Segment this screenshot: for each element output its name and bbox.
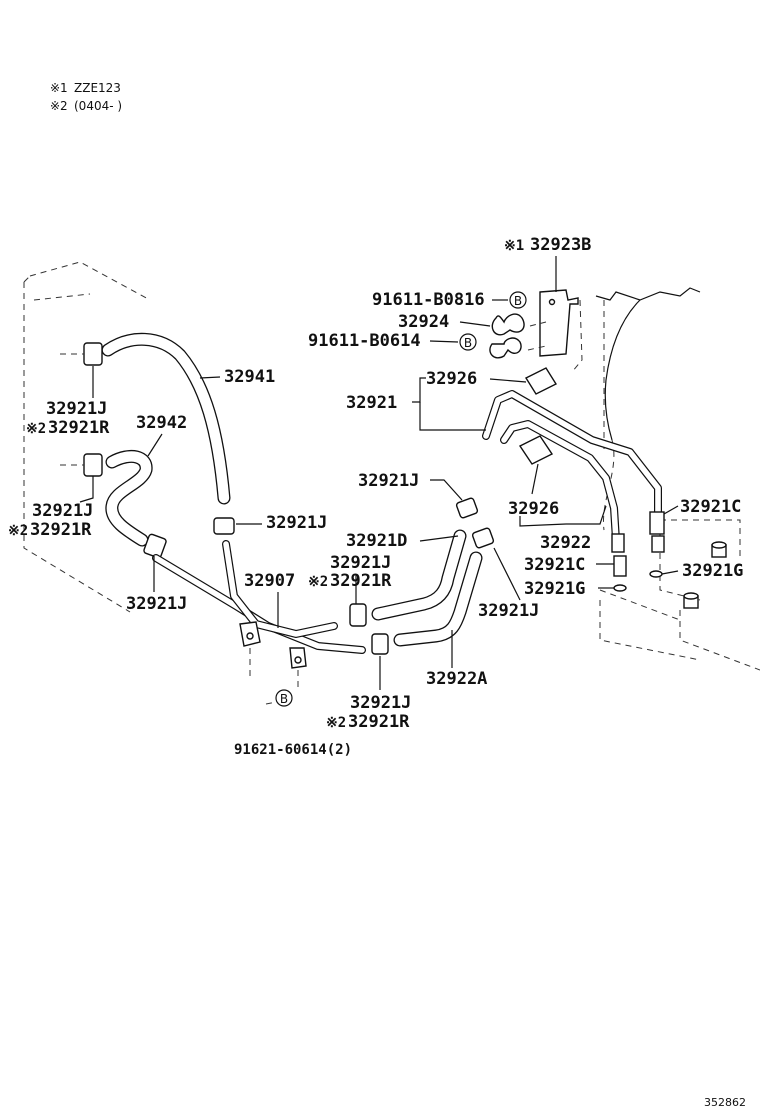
clamp-32924 xyxy=(489,313,547,359)
label-32926-top: 32926 xyxy=(426,369,477,389)
fittings-32921c xyxy=(611,511,665,592)
label-32921r-b: 32921R xyxy=(30,520,92,540)
labels: ※1 32923B 91611-B0816 B 32924 91611-B061… xyxy=(8,235,743,758)
sleeve-32926-mid xyxy=(518,435,554,465)
label-32923b: 32923B xyxy=(530,235,591,255)
label-32921r-c: 32921R xyxy=(330,571,392,591)
pipe-32922 xyxy=(500,420,620,544)
label-32921c-b: 32921C xyxy=(524,555,585,575)
label-32921r-d: 32921R xyxy=(348,712,410,732)
hose-32942 xyxy=(105,449,153,547)
label-32921j-c: 32921J xyxy=(126,594,187,614)
label-32921r-a-mark: ※2 xyxy=(26,421,46,437)
label-32921j-d: 32921J xyxy=(266,513,327,533)
label-32921r-a: 32921R xyxy=(48,418,110,438)
clamp-32921j-center xyxy=(213,497,495,655)
transaxle-outline xyxy=(595,287,760,671)
label-32924: 32924 xyxy=(398,312,449,332)
note-1-text: ZZE123 xyxy=(74,81,121,95)
hose-32922a xyxy=(393,551,483,647)
label-32907: 32907 xyxy=(244,571,295,591)
clamp-32921j-left xyxy=(60,342,167,559)
label-91611-b0816: 91611-B0816 xyxy=(372,290,485,310)
note-2-mark: ※2 xyxy=(50,99,68,113)
bracket-32923b xyxy=(539,289,583,373)
bolt-b-1-symbol: B xyxy=(514,294,522,308)
label-32921d: 32921D xyxy=(346,531,407,551)
label-32922: 32922 xyxy=(540,533,591,553)
label-32926-mid: 32926 xyxy=(508,499,559,519)
label-32922a: 32922A xyxy=(426,669,487,689)
notes: ※1 ZZE123 ※2 (0404- ) xyxy=(50,81,122,113)
label-32941: 32941 xyxy=(224,367,275,387)
bolt-b-2-symbol: B xyxy=(464,336,472,350)
bolt-b-lower-symbol: B xyxy=(280,692,288,706)
label-32921c-a: 32921C xyxy=(680,497,741,517)
label-32921g-a: 32921G xyxy=(682,561,743,581)
sleeve-32926-top xyxy=(524,367,558,395)
label-32921r-b-mark: ※2 xyxy=(8,523,28,539)
note-1-mark: ※1 xyxy=(50,81,68,95)
label-32921j-e: 32921J xyxy=(358,471,419,491)
label-32921r-d-mark: ※2 xyxy=(326,715,346,731)
pipe-32907 xyxy=(152,540,366,690)
bolt-b-lower: B xyxy=(265,689,293,707)
label-32921g-b: 32921G xyxy=(524,579,585,599)
label-32921j-f: 32921J xyxy=(330,553,391,573)
label-32921: 32921 xyxy=(346,393,397,413)
label-91621-60614: 91621-60614(2) xyxy=(234,742,352,758)
label-91611-b0614: 91611-B0614 xyxy=(308,331,421,351)
label-32923b-mark: ※1 xyxy=(504,238,524,254)
hose-32921d xyxy=(371,529,467,621)
label-32921j-a: 32921J xyxy=(46,399,107,419)
label-32921j-h: 32921J xyxy=(350,693,411,713)
label-32921j-b: 32921J xyxy=(32,501,93,521)
hose-32941 xyxy=(101,332,231,505)
engine-block-outline xyxy=(23,261,151,613)
note-2-text: (0404- ) xyxy=(74,99,122,113)
label-32921r-c-mark: ※2 xyxy=(308,574,328,590)
diagram-id: 352862 xyxy=(704,1096,746,1109)
pipe-32921 xyxy=(482,390,662,520)
label-32942: 32942 xyxy=(136,413,187,433)
label-32921j-g: 32921J xyxy=(478,601,539,621)
